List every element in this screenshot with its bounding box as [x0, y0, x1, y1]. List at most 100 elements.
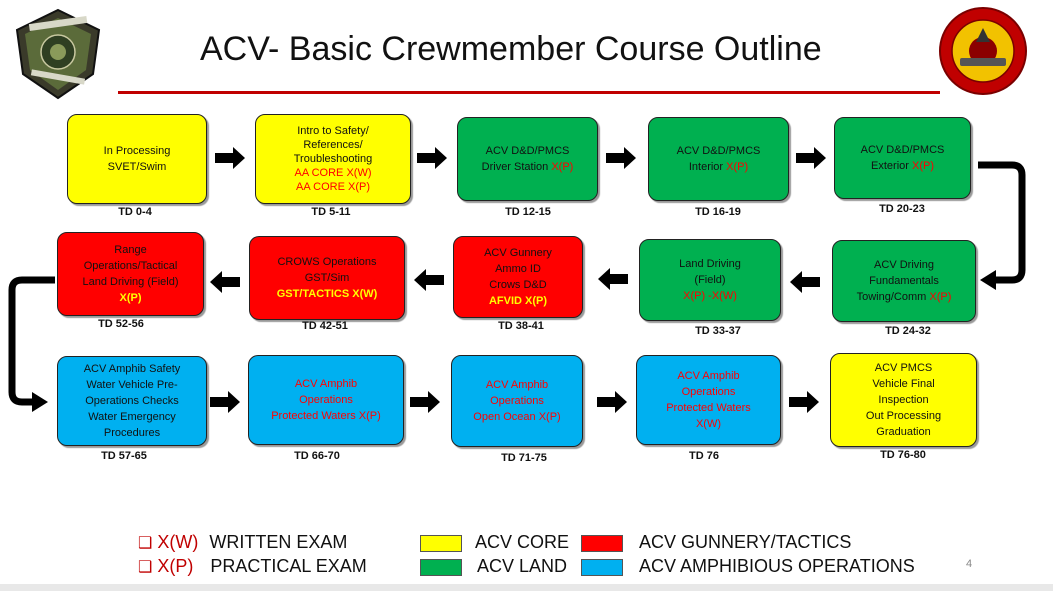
- exam-tag: X(P): [929, 291, 952, 303]
- legend-swatch-amphib: [581, 559, 623, 576]
- block-text: Operations/Tactical: [83, 260, 178, 272]
- course-block-interior: ACV D&D/PMCS Interior X(P): [648, 117, 789, 201]
- td-label: TD 66-70: [294, 450, 340, 462]
- footer-bar: [0, 584, 1053, 591]
- right-arrow-icon: [597, 391, 627, 413]
- legend-swatch-land: [420, 559, 462, 576]
- checkbox-icon: ❑: [138, 535, 153, 552]
- connector-right-curve: [978, 161, 1026, 284]
- block-text: Graduation: [876, 426, 931, 438]
- right-arrow-icon: [417, 147, 447, 169]
- block-text: Troubleshooting: [293, 153, 373, 165]
- block-text: Operations: [490, 395, 544, 407]
- block-text: Intro to Safety/: [297, 125, 369, 137]
- exam-tag: X(P) -X(W): [683, 290, 737, 302]
- block-text: ACV Amphib: [294, 378, 358, 390]
- exam-tag: AA CORE X(W): [294, 167, 372, 179]
- td-label: TD 12-15: [505, 206, 551, 218]
- exam-tag: X(W): [695, 418, 722, 430]
- block-text: ACV Amphib: [677, 370, 740, 382]
- td-label: TD 71-75: [501, 452, 547, 464]
- exam-tag: X(P): [551, 161, 574, 173]
- block-text: ACV Driving: [874, 259, 934, 271]
- block-text: ACV Gunnery: [484, 247, 552, 259]
- checkbox-icon: ❑: [138, 559, 153, 576]
- block-text: Land Driving (Field): [82, 276, 179, 288]
- legend-label: WRITTEN EXAM: [209, 532, 348, 552]
- block-text: Interior: [688, 161, 727, 173]
- block-text: Out Processing: [865, 410, 942, 422]
- right-arrow-icon: [215, 147, 245, 169]
- legend-written: ❑ X(W) WRITTEN EXAM: [138, 532, 347, 553]
- td-label: TD 5-11: [311, 206, 351, 218]
- block-text: (Field): [694, 274, 726, 286]
- td-label: TD 76: [689, 450, 719, 462]
- td-label: TD 33-37: [695, 325, 741, 337]
- legend-swatch-gunnery: [581, 535, 623, 552]
- block-text: GST/Sim: [304, 272, 350, 284]
- block-text: ACV Amphib: [485, 379, 549, 391]
- td-label: TD 20-23: [879, 203, 925, 215]
- right-arrow-icon: [789, 391, 819, 413]
- course-block-exterior: ACV D&D/PMCS Exterior X(P): [834, 117, 971, 199]
- block-text: SVET/Swim: [107, 161, 167, 173]
- assault-amphibian-school-seal-icon: [938, 6, 1028, 96]
- left-arrow-icon: [414, 269, 444, 291]
- exam-tag: X(P): [726, 161, 749, 173]
- legend-code: X(W): [157, 532, 199, 552]
- course-block-in-processing: In Processing SVET/Swim: [67, 114, 207, 204]
- legend-label: PRACTICAL EXAM: [210, 556, 367, 576]
- legend-gunnery: ACV GUNNERY/TACTICS: [639, 532, 852, 552]
- block-text: Towing/Comm: [856, 291, 930, 303]
- course-block-land-driving: Land Driving (Field) X(P) -X(W): [639, 239, 781, 321]
- course-block-protected-waters-written: ACV Amphib Operations Protected Waters X…: [636, 355, 781, 445]
- exam-tag: Open Ocean X(P): [473, 411, 561, 423]
- block-text: Vehicle Final: [872, 378, 935, 390]
- legend-amphib: ACV AMPHIBIOUS OPERATIONS: [639, 556, 915, 576]
- exam-tag: X(P): [119, 292, 142, 304]
- block-text: Protected Waters: [666, 402, 751, 414]
- block-text: ACV Amphib Safety: [83, 363, 181, 375]
- title-underline: [118, 91, 940, 94]
- exam-tag: GST/TACTICS X(W): [276, 288, 378, 300]
- block-text: Driver Station: [481, 161, 552, 173]
- course-block-acv-gunnery: ACV Gunnery Ammo ID Crows D&D AFVID X(P): [453, 236, 583, 318]
- block-text: Exterior: [871, 160, 912, 172]
- course-block-range-operations: Range Operations/Tactical Land Driving (…: [57, 232, 204, 316]
- page-number: 4: [966, 558, 973, 570]
- course-block-open-ocean: ACV Amphib Operations Open Ocean X(P): [451, 355, 583, 447]
- left-arrow-icon: [790, 271, 820, 293]
- legend-core: ACV CORE: [475, 532, 570, 552]
- exam-tag: Protected Waters X(P): [271, 410, 381, 422]
- left-arrow-icon: [598, 268, 628, 290]
- course-block-driving-fundamentals: ACV Driving Fundamentals Towing/Comm X(P…: [832, 240, 976, 322]
- exam-tag: X(P): [911, 160, 934, 172]
- block-text: Crows D&D: [489, 279, 547, 291]
- block-text: Procedures: [103, 427, 161, 439]
- block-text: In Processing: [103, 145, 171, 157]
- connector-left-curve: [8, 276, 55, 406]
- course-block-amphib-safety: ACV Amphib Safety Water Vehicle Pre- Ope…: [57, 356, 207, 446]
- right-arrow-icon: [606, 147, 636, 169]
- block-text: Water Emergency: [88, 411, 176, 423]
- crewman-school-shield-icon: [15, 8, 101, 100]
- block-text: Range: [114, 244, 147, 256]
- block-text: Ammo ID: [495, 263, 541, 275]
- td-label: TD 76-80: [880, 449, 926, 461]
- block-text: ACV PMCS: [874, 362, 933, 374]
- block-text: Land Driving: [679, 258, 741, 270]
- block-text: Fundamentals: [869, 275, 939, 287]
- td-label: TD 16-19: [695, 206, 741, 218]
- legend-practical: ❑ X(P) PRACTICAL EXAM: [138, 556, 367, 577]
- block-text: Inspection: [878, 394, 929, 406]
- legend-swatch-core: [420, 535, 462, 552]
- legend-code: X(P): [157, 556, 194, 576]
- course-block-driver-station: ACV D&D/PMCS Driver Station X(P): [457, 117, 598, 201]
- block-text: ACV D&D/PMCS: [860, 144, 945, 156]
- connector-left-arrowhead: [32, 392, 48, 412]
- course-block-intro-safety: Intro to Safety/ References/ Troubleshoo…: [255, 114, 411, 204]
- course-block-crows-operations: CROWS Operations GST/Sim GST/TACTICS X(W…: [249, 236, 405, 320]
- course-block-graduation: ACV PMCS Vehicle Final Inspection Out Pr…: [830, 353, 977, 447]
- right-arrow-icon: [410, 391, 440, 413]
- left-arrow-icon: [210, 271, 240, 293]
